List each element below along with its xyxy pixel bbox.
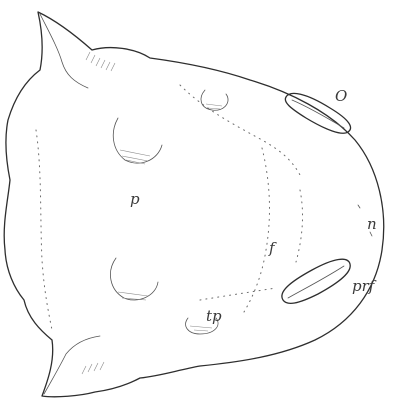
lower-depression — [110, 258, 158, 300]
upper-small-bump — [201, 90, 228, 110]
skull-outline — [4, 12, 384, 397]
label-nasal: n — [367, 215, 377, 233]
temporal-pit-hatching — [190, 326, 212, 331]
label-orbit: O — [335, 87, 347, 105]
label-prefrontal: prf — [352, 277, 377, 295]
upper-horn-hatching — [86, 52, 115, 71]
prefrontal-opening — [282, 259, 350, 303]
dorsal-dotted-suture-4 — [296, 190, 303, 262]
lower-horn-hatching — [82, 362, 104, 374]
dorsal-dotted-suture-2 — [244, 148, 269, 312]
prefrontal-inner-line — [288, 266, 344, 298]
upper-horn-edge — [40, 14, 88, 88]
label-parietal: p — [130, 190, 140, 208]
left-dotted-line — [36, 130, 52, 330]
dorsal-dotted-suture-3 — [200, 288, 276, 300]
dorsal-dotted-suture-1 — [180, 85, 300, 175]
label-frontal: f — [268, 239, 277, 257]
label-temporal: tp — [206, 307, 222, 325]
lower-depression-hatching — [118, 292, 148, 300]
upper-depression — [113, 118, 162, 163]
